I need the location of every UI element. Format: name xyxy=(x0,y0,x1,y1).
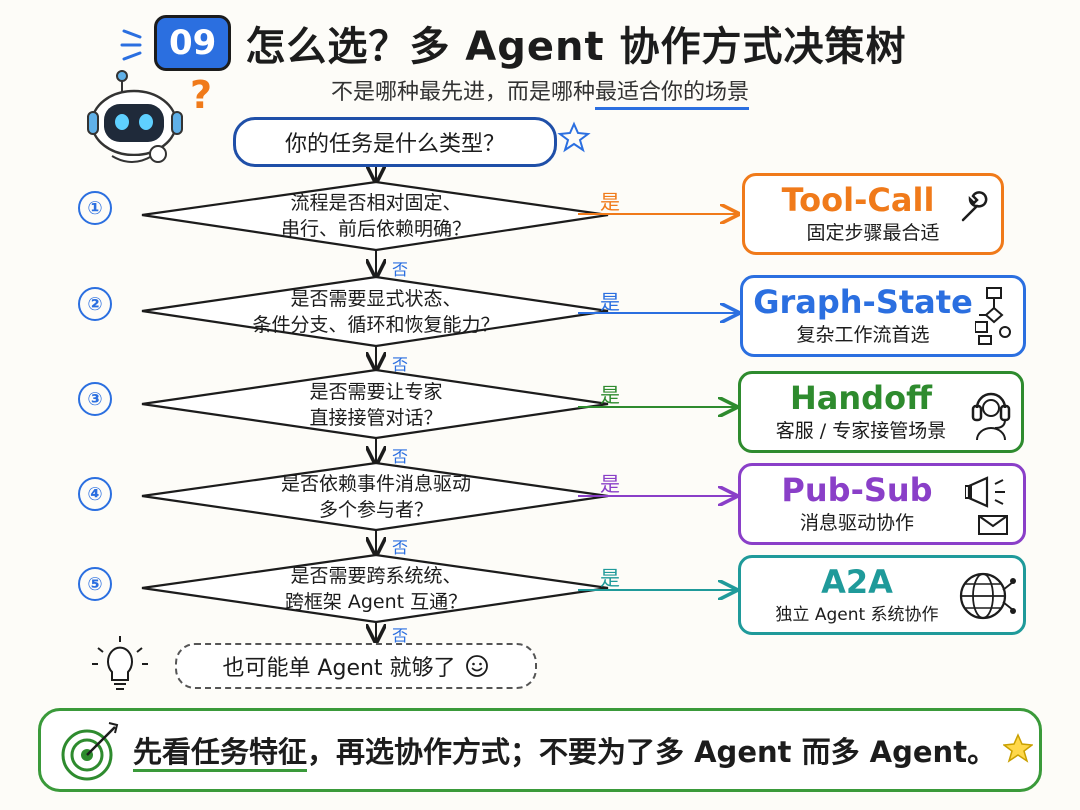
sparkle-lines-icon xyxy=(120,29,142,61)
decision-question-3: 是否需要让专家 直接接管对话？ xyxy=(211,379,541,431)
lightbulb-icon xyxy=(92,636,148,690)
robot-mascot-icon: ? xyxy=(87,70,212,163)
yes-label-4: 是 xyxy=(600,472,620,496)
step-number-3: ③ xyxy=(78,382,112,416)
result-graph-state: Graph-State 复杂工作流首选 xyxy=(740,275,1026,357)
result-a2a: A2A 独立 Agent 系统协作 xyxy=(738,555,1026,635)
start-node: 你的任务是什么类型？ xyxy=(233,117,557,167)
question-line: 是否依赖事件消息驱动 xyxy=(280,473,471,495)
page-title: 怎么选？多 Agent 协作方式决策树 xyxy=(245,24,907,70)
result-title: A2A xyxy=(821,563,893,601)
svg-text:?: ? xyxy=(190,73,212,117)
decision-question-4: 是否依赖事件消息驱动 多个参与者？ xyxy=(211,471,541,523)
no-label-3: 否 xyxy=(392,447,409,466)
question-line: 条件分支、循环和恢复能力？ xyxy=(252,314,500,336)
result-subtitle: 消息驱动协作 xyxy=(799,512,914,534)
result-title: Pub-Sub xyxy=(781,471,933,509)
result-handoff: Handoff 客服 / 专家接管场景 xyxy=(738,371,1024,453)
no-label-5: 否 xyxy=(392,626,409,645)
star-icon xyxy=(1003,733,1033,763)
result-subtitle: 固定步骤最合适 xyxy=(806,222,940,244)
smiley-icon xyxy=(465,655,488,677)
page-subtitle: 不是哪种最先进，而是哪种最适合你的场景 xyxy=(0,74,1080,110)
step-number-2: ② xyxy=(78,287,112,321)
yes-label-1: 是 xyxy=(600,190,620,214)
yes-label-3: 是 xyxy=(600,383,620,407)
flowchart-icon xyxy=(975,287,1011,345)
result-tool-call: Tool-Call 固定步骤最合适 xyxy=(742,173,1004,255)
star-icon xyxy=(557,121,591,153)
question-line: 跨框架 Agent 互通？ xyxy=(284,591,468,613)
decision-diamond-3 xyxy=(141,368,609,440)
decision-diamond-5 xyxy=(141,553,609,624)
question-line: 流程是否相对固定、 xyxy=(290,192,462,214)
megaphone-icon xyxy=(965,476,1008,535)
result-subtitle: 客服 / 专家接管场景 xyxy=(775,420,947,442)
takeaway-rest: ，再选协作方式；不要为了多 Agent 而多 Agent。 xyxy=(307,735,997,769)
takeaway-highlight: 先看任务特征 xyxy=(133,735,308,772)
question-line: 串行、前后依赖明确？ xyxy=(280,218,471,240)
question-line: 是否需要显式状态、 xyxy=(290,288,462,310)
yes-label-2: 是 xyxy=(600,290,620,314)
takeaway-text: 先看任务特征，再选协作方式；不要为了多 Agent 而多 Agent。 xyxy=(133,729,997,772)
title-row: 09 怎么选？多 Agent 协作方式决策树 xyxy=(120,8,907,78)
result-title: Graph-State xyxy=(753,283,973,321)
decision-question-5: 是否需要跨系统统、 跨框架 Agent 互通？ xyxy=(211,563,541,615)
headset-icon xyxy=(971,392,1011,441)
step-number-4: ④ xyxy=(78,477,112,511)
takeaway-banner: 先看任务特征，再选协作方式；不要为了多 Agent 而多 Agent。 xyxy=(38,708,1042,792)
no-label-2: 否 xyxy=(392,355,409,374)
result-title: Tool-Call xyxy=(781,181,935,219)
final-node: 也可能单 Agent 就够了 xyxy=(175,643,537,689)
result-subtitle: 独立 Agent 系统协作 xyxy=(775,605,939,625)
decision-question-2: 是否需要显式状态、 条件分支、循环和恢复能力？ xyxy=(211,286,541,338)
no-label-1: 否 xyxy=(392,260,409,279)
subtitle-text: 不是哪种最先进，而是哪种 xyxy=(330,80,595,105)
step-number-1: ① xyxy=(78,191,112,225)
globe-network-icon xyxy=(959,572,1016,620)
question-line: 是否需要让专家 xyxy=(309,381,443,403)
wrench-icon xyxy=(961,191,988,222)
yes-label-5: 是 xyxy=(600,566,620,590)
step-number-5: ⑤ xyxy=(78,567,112,601)
question-line: 多个参与者？ xyxy=(318,499,433,521)
final-label: 也可能单 Agent 就够了 xyxy=(222,656,456,681)
subtitle-highlight: 最适合你的场景 xyxy=(595,80,750,110)
decision-diamond-2 xyxy=(141,275,609,348)
target-icon xyxy=(61,722,119,781)
result-subtitle: 复杂工作流首选 xyxy=(796,324,930,346)
decision-question-1: 流程是否相对固定、 串行、前后依赖明确？ xyxy=(211,190,541,242)
no-label-4: 否 xyxy=(392,538,409,557)
section-number-badge: 09 xyxy=(154,15,232,71)
question-line: 是否需要跨系统统、 xyxy=(290,565,462,587)
question-line: 直接接管对话？ xyxy=(309,407,443,429)
result-title: Handoff xyxy=(790,379,932,417)
result-pub-sub: Pub-Sub 消息驱动协作 xyxy=(738,463,1026,545)
